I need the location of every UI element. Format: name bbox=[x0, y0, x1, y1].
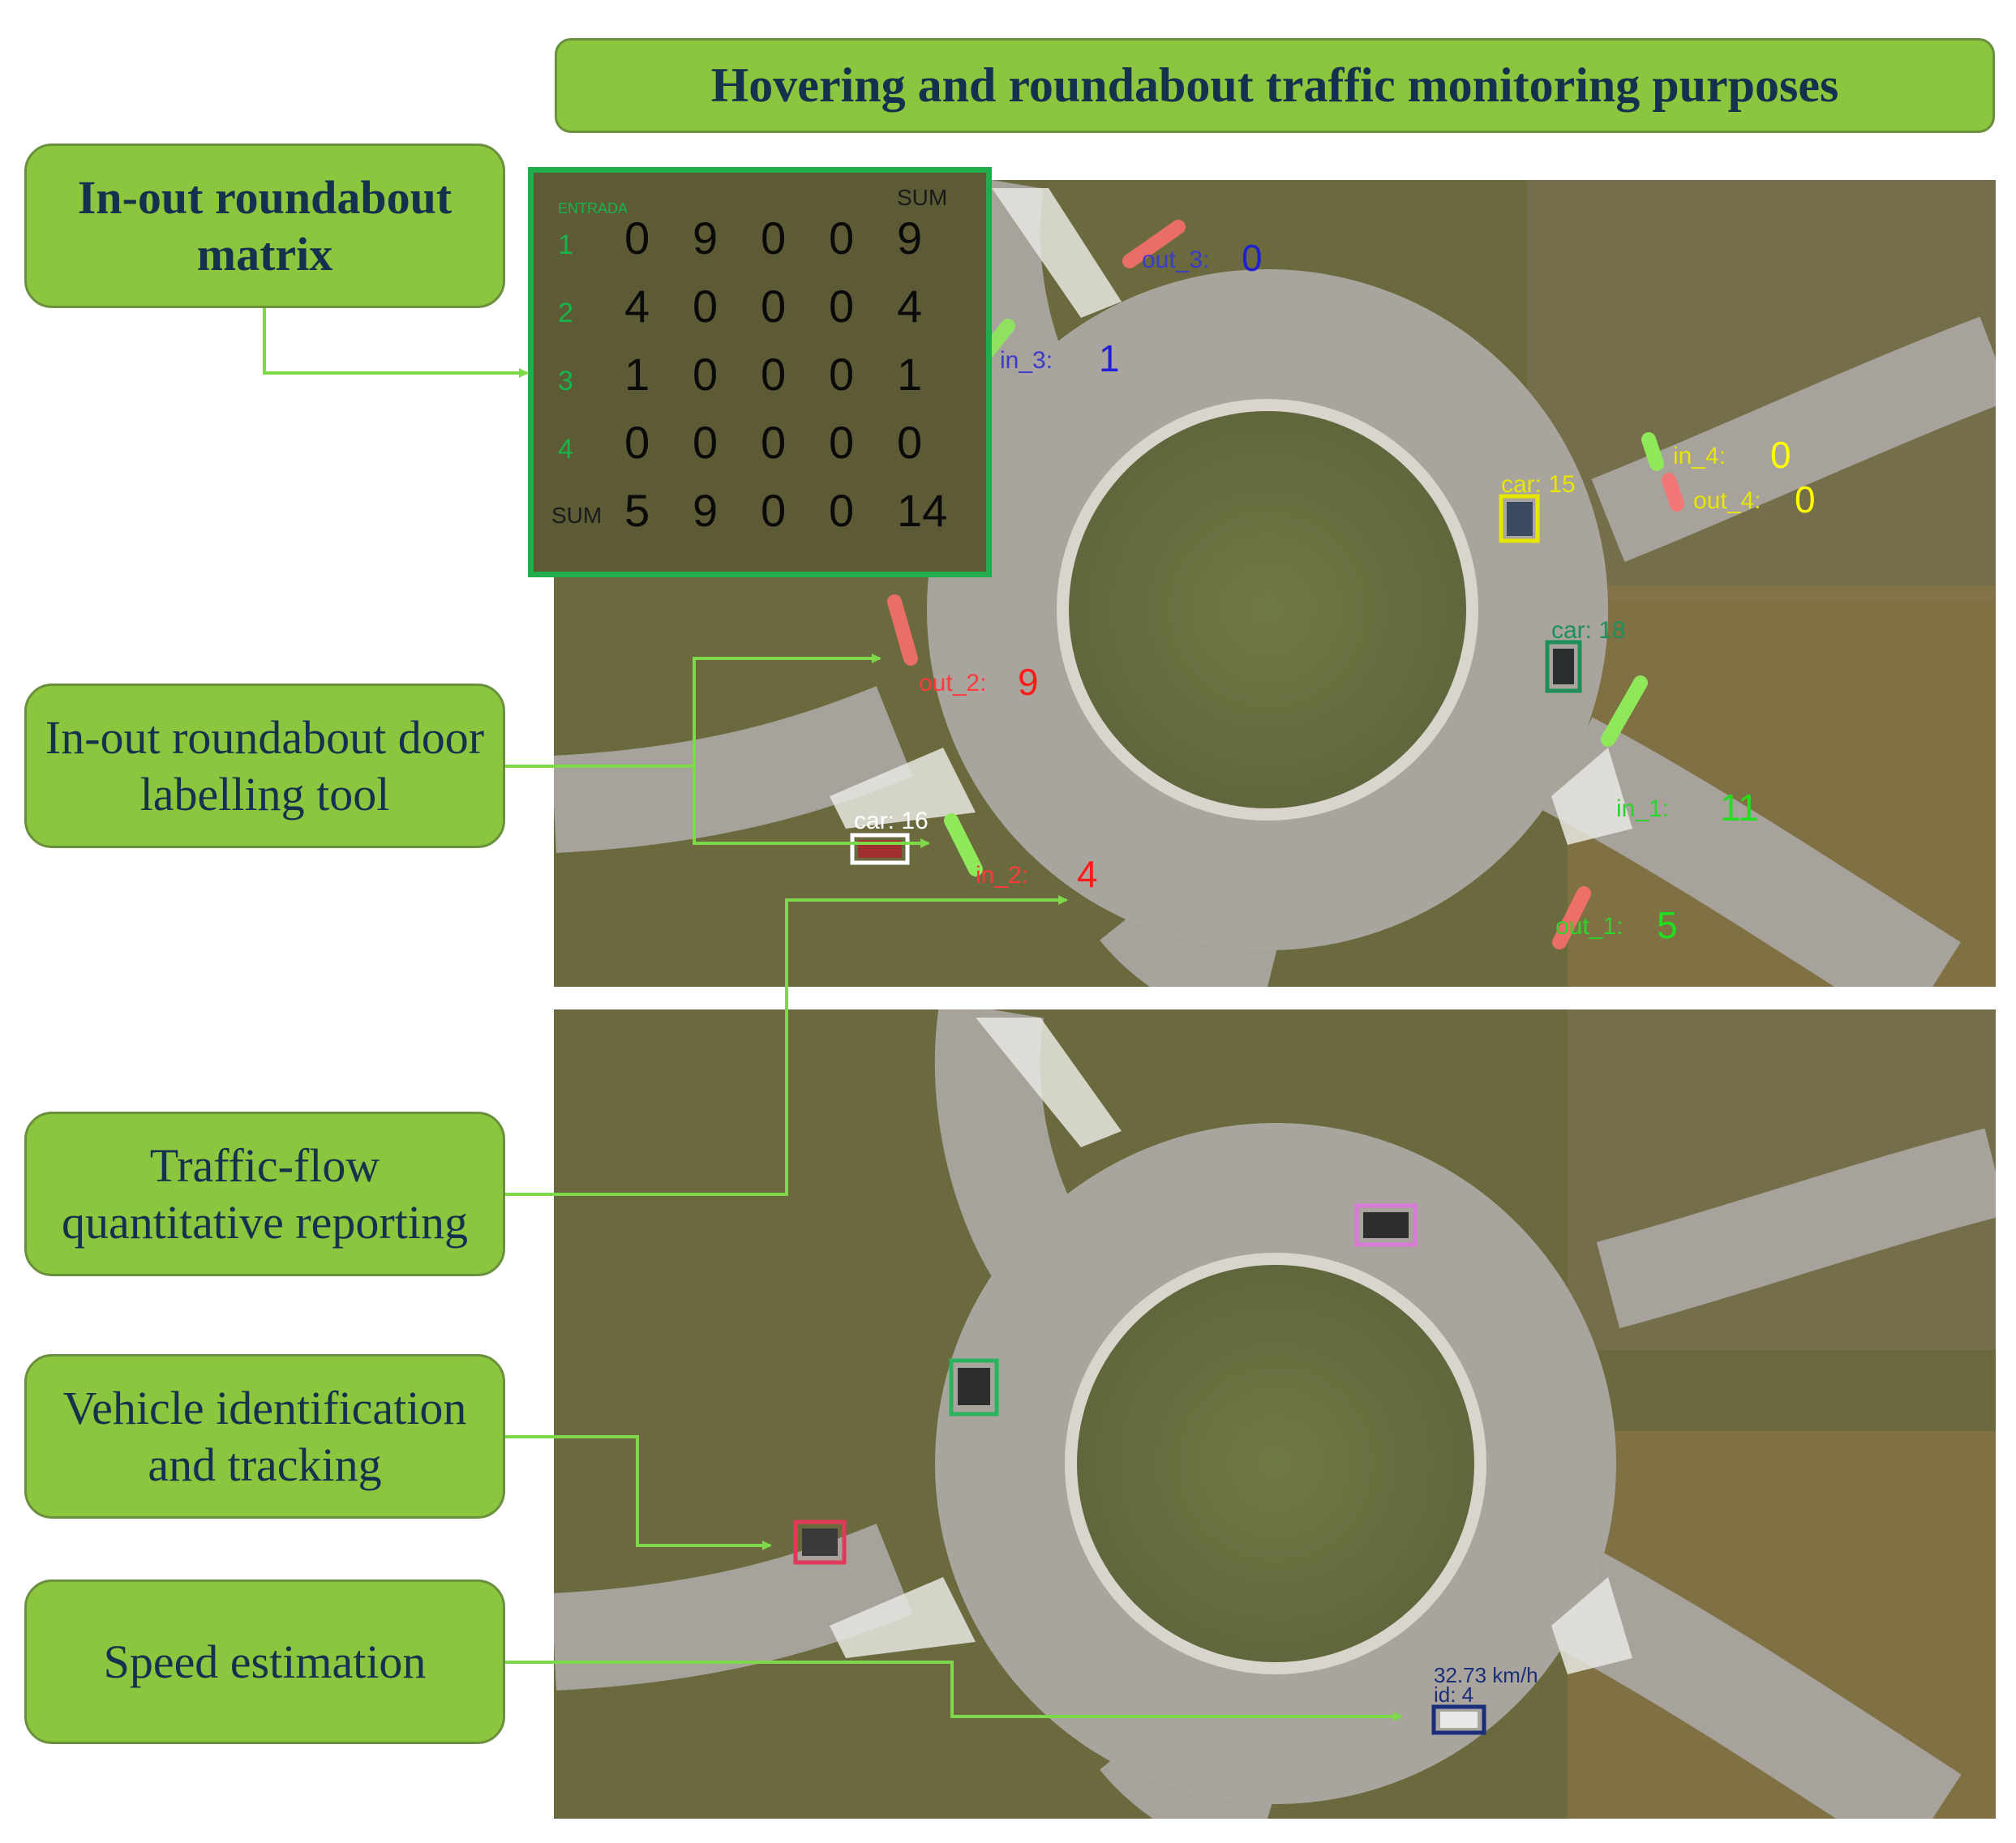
matrix-row-4: 4 0 0 0 0 0 bbox=[558, 417, 922, 468]
matrix-cell: 0 bbox=[693, 349, 718, 400]
matrix-row-label: 4 bbox=[558, 434, 573, 465]
label-flow: Traffic-flow quantitative reporting bbox=[24, 1112, 505, 1276]
top-door-markers bbox=[887, 220, 1684, 949]
matrix-cell: 4 bbox=[897, 281, 922, 332]
label-matrix-text: In-out roundabout matrix bbox=[77, 170, 453, 281]
matrix-cell: 0 bbox=[624, 417, 650, 468]
top-aerial-image: out_3: 0 in_3: 1 in_4: 0 out_4: 0 out_2:… bbox=[554, 180, 1996, 987]
label-matrix: In-out roundabout matrix bbox=[24, 144, 505, 308]
matrix-cell: 14 bbox=[897, 485, 947, 536]
matrix-cell: 0 bbox=[829, 485, 854, 536]
matrix-cell: 5 bbox=[624, 485, 650, 536]
matrix-row-3: 3 1 0 0 0 1 bbox=[558, 349, 922, 400]
door-in1-label: in_1: bbox=[1616, 795, 1669, 822]
vehicle-box-1 bbox=[1499, 494, 1540, 543]
matrix-row-label: 2 bbox=[558, 298, 573, 328]
door-in4-label: in_4: bbox=[1673, 443, 1726, 469]
door-out3-label: out_3: bbox=[1142, 246, 1209, 273]
tracked-vehicle-box-4 bbox=[1431, 1704, 1486, 1735]
vehicle-id-4: id: 4 bbox=[1434, 1682, 1473, 1707]
label-speed-text: Speed estimation bbox=[103, 1635, 427, 1688]
connector-matrix bbox=[263, 308, 529, 378]
vehicle-label-2: car: 18 bbox=[1551, 617, 1626, 644]
matrix-cell: 0 bbox=[693, 281, 718, 332]
door-in3-label: in_3: bbox=[1000, 347, 1053, 374]
matrix-cell: 9 bbox=[693, 212, 718, 264]
matrix-cell: 0 bbox=[829, 349, 854, 400]
door-in3-value: 1 bbox=[1099, 337, 1120, 379]
vehicle-label-3: car: 16 bbox=[854, 808, 929, 834]
matrix-cell: 0 bbox=[761, 212, 786, 264]
matrix-cell: 0 bbox=[829, 212, 854, 264]
tracked-vehicle-box-2 bbox=[949, 1358, 999, 1417]
door-out4-value: 0 bbox=[1795, 478, 1816, 521]
matrix-sum-header: SUM bbox=[897, 185, 947, 210]
label-door-text: In-out roundabout door labelling tool bbox=[45, 710, 485, 821]
matrix-cell: 9 bbox=[693, 485, 718, 536]
tracked-vehicle-2 bbox=[958, 1368, 990, 1405]
matrix-row-label: 1 bbox=[558, 229, 573, 260]
matrix-cell: 0 bbox=[761, 281, 786, 332]
matrix-cell: 9 bbox=[897, 212, 922, 264]
matrix-cell: 1 bbox=[897, 349, 922, 400]
door-out1-value: 5 bbox=[1657, 904, 1678, 946]
figure-title: Hovering and roundabout traffic monitori… bbox=[555, 38, 1995, 133]
door-out2-value: 9 bbox=[1018, 661, 1039, 703]
figure-title-text: Hovering and roundabout traffic monitori… bbox=[710, 58, 1839, 112]
matrix-cell: 4 bbox=[624, 281, 650, 332]
tracked-vehicle-1 bbox=[1363, 1212, 1409, 1238]
tracked-vehicle-3 bbox=[802, 1528, 838, 1556]
matrix-cell: 0 bbox=[761, 417, 786, 468]
vehicle-car-2 bbox=[1553, 649, 1574, 684]
matrix-cell: 0 bbox=[624, 212, 650, 264]
matrix-cell: 0 bbox=[761, 349, 786, 400]
matrix-row-label: 3 bbox=[558, 366, 573, 396]
door-out1-label: out_1: bbox=[1555, 913, 1623, 940]
label-speed: Speed estimation bbox=[24, 1579, 505, 1744]
matrix-cell: 0 bbox=[693, 417, 718, 468]
door-in4-value: 0 bbox=[1770, 434, 1791, 476]
matrix-row-2: 2 4 0 0 0 4 bbox=[558, 281, 922, 332]
matrix-row-1: 1 0 9 0 0 9 bbox=[558, 212, 922, 264]
door-out2-label: out_2: bbox=[919, 670, 986, 696]
door-in1-value: 11 bbox=[1720, 786, 1759, 829]
top-island-grass bbox=[1069, 411, 1466, 808]
vehicle-car-3 bbox=[858, 840, 902, 858]
bottom-aerial-image: 32.73 km/h id: 4 bbox=[554, 1009, 1996, 1819]
tracked-vehicle-4 bbox=[1440, 1712, 1478, 1728]
matrix-cell: 0 bbox=[829, 281, 854, 332]
door-out4-label: out_4: bbox=[1693, 487, 1761, 514]
label-door: In-out roundabout door labelling tool bbox=[24, 684, 505, 848]
matrix-row-label: SUM bbox=[551, 503, 602, 528]
label-vehicle: Vehicle identification and tracking bbox=[24, 1354, 505, 1519]
matrix-panel: ENTRADA SUM 1 0 9 0 0 9 2 4 0 0 0 4 3 1 … bbox=[528, 167, 992, 577]
vehicle-box-2 bbox=[1545, 640, 1582, 693]
matrix-cell: 0 bbox=[761, 485, 786, 536]
vehicle-car-1 bbox=[1507, 502, 1533, 536]
label-vehicle-text: Vehicle identification and tracking bbox=[62, 1381, 467, 1491]
label-flow-text: Traffic-flow quantitative reporting bbox=[62, 1138, 468, 1249]
bottom-island-grass bbox=[1077, 1265, 1474, 1662]
door-out3-value: 0 bbox=[1242, 237, 1263, 279]
tracked-vehicle-box-3 bbox=[793, 1519, 847, 1565]
speed-readout-4: 32.73 km/h bbox=[1434, 1663, 1538, 1687]
matrix-cell: 0 bbox=[897, 417, 922, 468]
matrix-cell: 1 bbox=[624, 349, 650, 400]
door-in2-value: 4 bbox=[1077, 853, 1098, 895]
matrix-row-sum: SUM 5 9 0 0 14 bbox=[551, 485, 947, 536]
matrix-cell: 0 bbox=[829, 417, 854, 468]
matrix-corner-label: ENTRADA bbox=[558, 200, 628, 216]
door-in2-label: in_2: bbox=[976, 862, 1028, 889]
tracked-vehicle-box-1 bbox=[1354, 1203, 1418, 1247]
vehicle-label-1: car: 15 bbox=[1501, 471, 1576, 498]
